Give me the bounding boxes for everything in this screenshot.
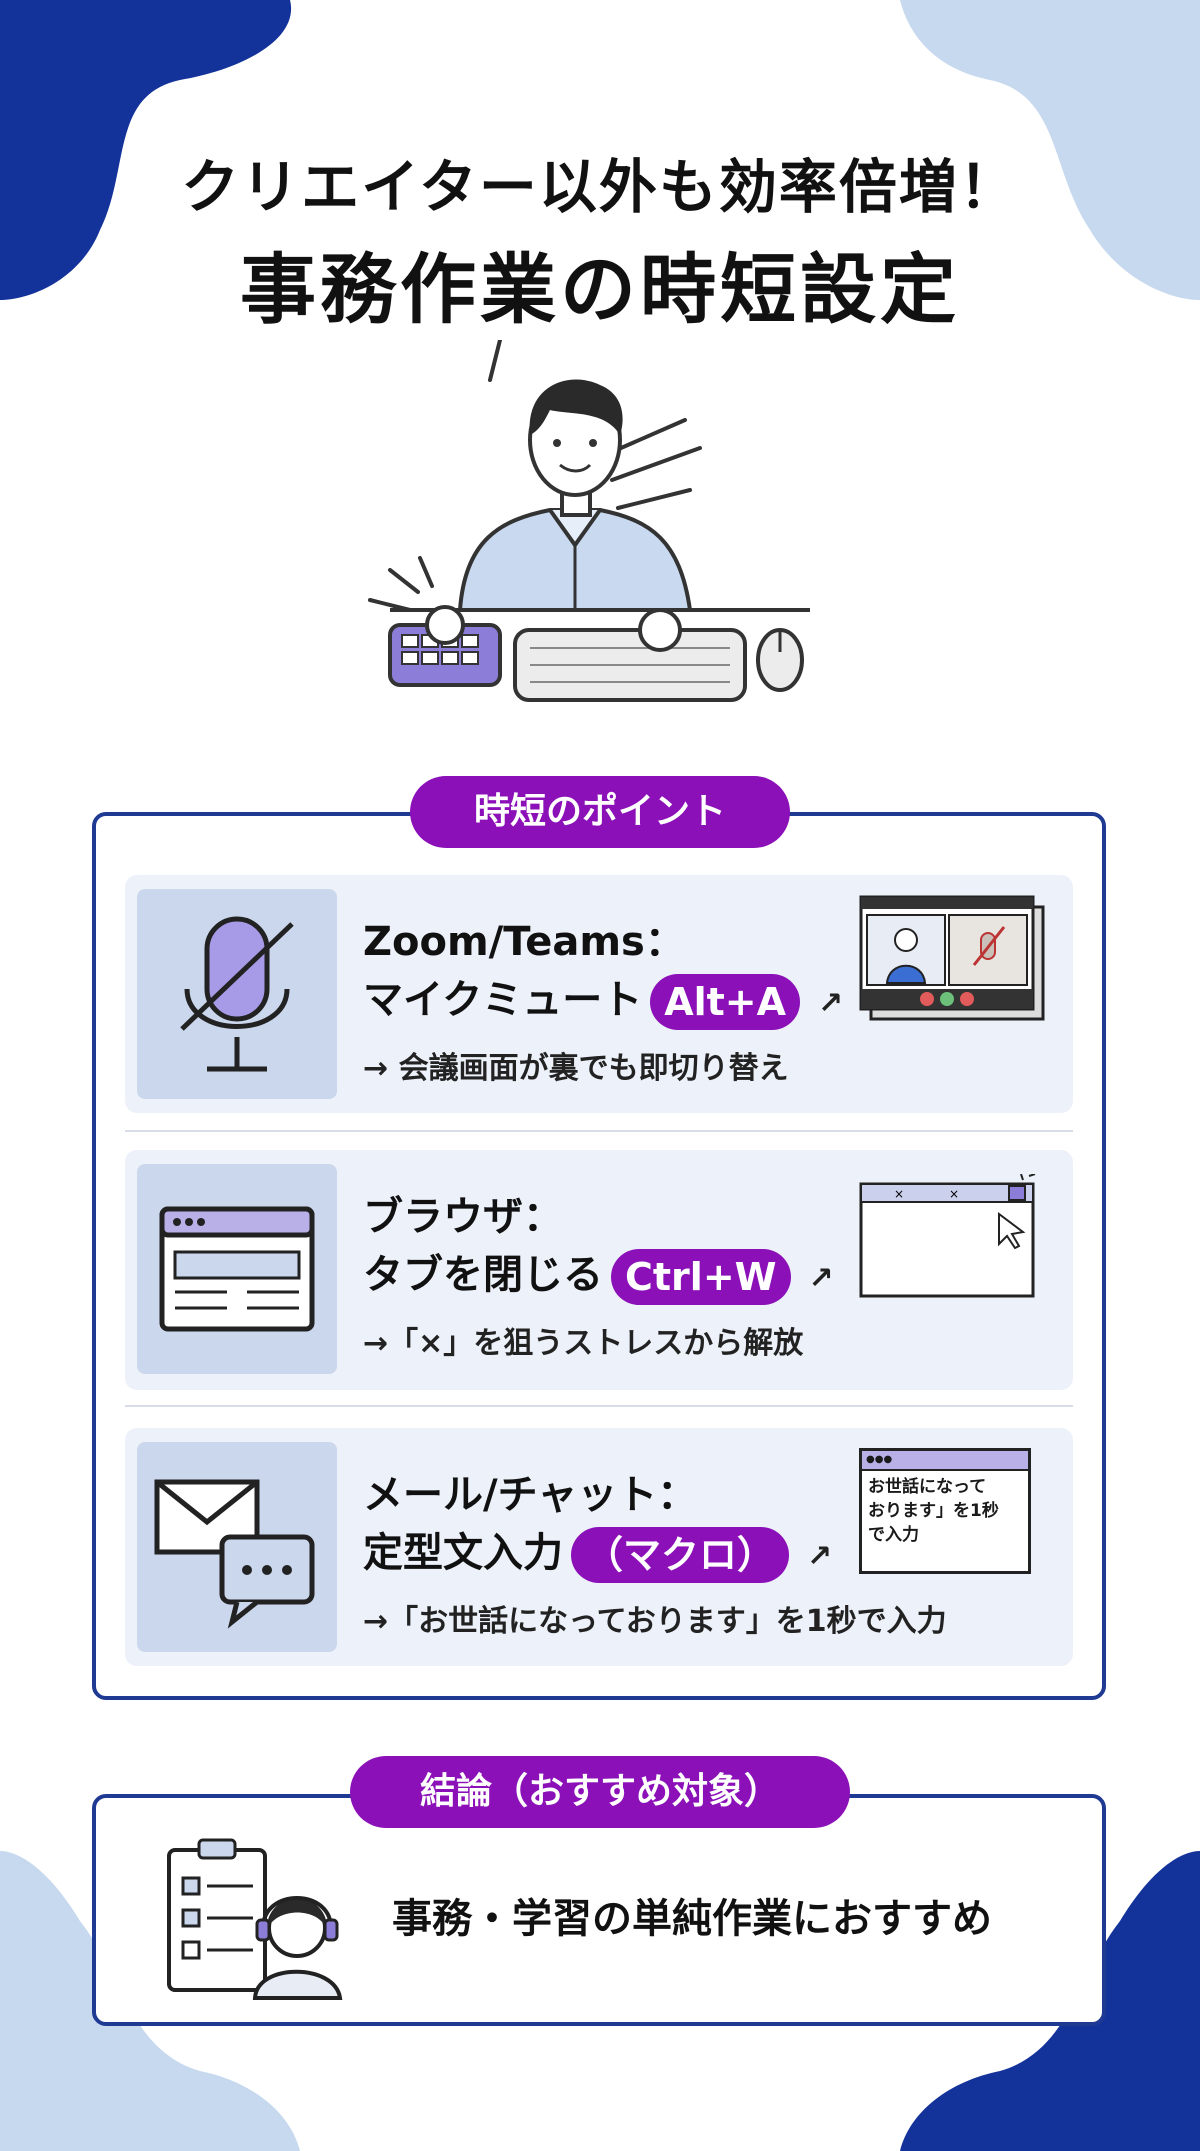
mail-chat-icon [137, 1442, 337, 1652]
point-title: ブラウザ： [363, 1194, 563, 1240]
preview-line: おります」を1秒 [868, 1501, 999, 1521]
points-heading: 時短のポイント [410, 776, 790, 848]
title-line-2: 事務作業の時短設定 [240, 245, 960, 334]
video-call-window-icon [859, 895, 1045, 1021]
point-action-label: マイクミュート [363, 977, 643, 1023]
browser-tab-close-icon: × × [859, 1174, 1036, 1298]
conclusion-text: 事務・学習の単純作業におすすめ [392, 1896, 992, 1942]
corner-blob-top-left [0, 0, 292, 300]
shortcut-badge: Ctrl+W [611, 1249, 791, 1305]
point-card-macro: メール/チャット： 定型文入力（マクロ） ↗ →「お世話になっております」を1秒… [125, 1428, 1073, 1666]
macro-preview-window: ●●● お世話になって おります」を1秒 で入力 [859, 1448, 1031, 1574]
shortcut-badge: Alt+A [650, 974, 801, 1030]
divider [125, 1130, 1073, 1132]
point-title: Zoom/Teams： [363, 919, 685, 965]
conclusion-heading: 結論（おすすめ対象） [350, 1756, 850, 1828]
browser-window-icon [137, 1164, 337, 1374]
corner-blob-top-right [900, 0, 1200, 300]
arrow-icon: ↗ [818, 986, 844, 1021]
svg-text:×: × [894, 1187, 904, 1201]
office-worker-illustration [368, 340, 810, 702]
checklist-operator-icon [167, 1838, 343, 2000]
arrow-icon: ↗ [808, 1261, 834, 1296]
corner-blob-bottom-right [900, 1851, 1200, 2151]
point-action-label: 定型文入力 [363, 1530, 563, 1576]
shortcut-badge: （マクロ） [571, 1527, 790, 1583]
point-action-label: タブを閉じる [363, 1252, 603, 1298]
divider [125, 1405, 1073, 1407]
corner-blob-bottom-left [0, 1851, 300, 2151]
svg-text:×: × [949, 1187, 959, 1201]
window-dots-icon: ●●● [862, 1451, 1028, 1471]
preview-line: で入力 [868, 1525, 919, 1545]
point-note: →「×」を狙うストレスから解放 [363, 1326, 804, 1361]
microphone-muted-icon [137, 889, 337, 1099]
arrow-icon: ↗ [806, 1539, 833, 1574]
point-title: メール/チャット： [363, 1472, 698, 1518]
title-line-1: クリエイター以外も効率倍増！ [181, 153, 1019, 221]
point-action: 定型文入力（マクロ） ↗ [363, 1520, 832, 1583]
point-note: → 会議画面が裏でも即切り替え [363, 1051, 789, 1086]
preview-line: お世話になって [868, 1477, 987, 1497]
macro-preview-text: お世話になって おります」を1秒 で入力 [862, 1471, 1028, 1551]
point-note: →「お世話になっております」を1秒で入力 [363, 1604, 947, 1639]
